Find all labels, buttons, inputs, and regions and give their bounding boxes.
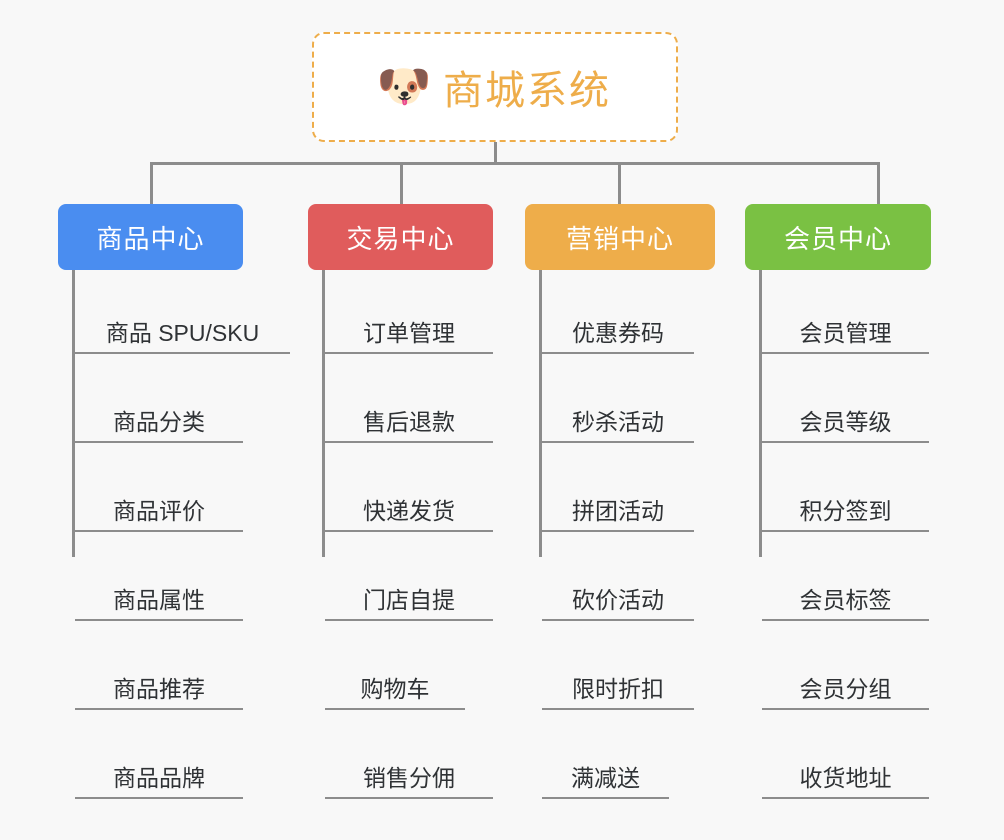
leaf-label: 门店自提 <box>363 587 455 613</box>
leaf-item[interactable]: 会员等级 <box>762 399 929 443</box>
leaf-item[interactable]: 门店自提 <box>325 577 493 621</box>
branch-header-4[interactable]: 会员中心 <box>745 204 931 270</box>
leaf-label: 快递发货 <box>363 498 455 524</box>
leaf-item[interactable]: 收货地址 <box>762 755 929 799</box>
leaf-label: 秒杀活动 <box>572 409 664 435</box>
leaf-item[interactable]: 会员分组 <box>762 666 929 710</box>
leaf-label: 售后退款 <box>363 409 455 435</box>
leaf-item[interactable]: 快递发货 <box>325 488 493 532</box>
leaf-label: 商品属性 <box>113 587 205 613</box>
leaf-label: 购物车 <box>360 676 430 702</box>
leaf-label: 砍价活动 <box>572 587 664 613</box>
branch-header-2[interactable]: 交易中心 <box>308 204 493 270</box>
leaf-label: 会员管理 <box>799 320 892 346</box>
leaf-item[interactable]: 积分签到 <box>762 488 929 532</box>
branch-header-label-2: 交易中心 <box>346 223 455 254</box>
leaf-label: 满减送 <box>571 765 640 791</box>
leaf-item[interactable]: 销售分佣 <box>325 755 493 799</box>
leaf-label: 优惠券码 <box>572 320 664 346</box>
leaf-item[interactable]: 满减送 <box>542 755 669 799</box>
leaf-label: 积分签到 <box>799 498 892 524</box>
bus-connector <box>150 162 880 165</box>
branch-header-3[interactable]: 营销中心 <box>525 204 715 270</box>
leaf-item[interactable]: 优惠券码 <box>542 310 694 354</box>
leaf-label: 拼团活动 <box>572 498 664 524</box>
leaf-label: 收货地址 <box>799 765 892 791</box>
branch-drop-connector-3 <box>618 162 621 205</box>
branch-header-label-4: 会员中心 <box>783 223 892 254</box>
branch-drop-connector-4 <box>877 162 880 205</box>
root-stem-connector <box>494 142 497 164</box>
branch-drop-connector-2 <box>400 162 403 205</box>
leaf-label: 商品 SPU/SKU <box>105 320 260 346</box>
leaf-label: 商品分类 <box>113 409 205 435</box>
leaf-label: 会员等级 <box>799 409 892 435</box>
leaf-label: 商品评价 <box>113 498 205 524</box>
leaf-label: 会员标签 <box>799 587 892 613</box>
root-title: 商城系统 <box>443 69 611 113</box>
leaf-item[interactable]: 购物车 <box>325 666 465 710</box>
leaf-item[interactable]: 商品推荐 <box>75 666 243 710</box>
dog-face-emoji: 🐶 <box>376 62 432 111</box>
leaf-item[interactable]: 售后退款 <box>325 399 493 443</box>
leaf-item[interactable]: 商品 SPU/SKU <box>75 310 290 354</box>
leaf-label: 商品推荐 <box>113 676 205 702</box>
leaf-item[interactable]: 订单管理 <box>325 310 493 354</box>
leaf-item[interactable]: 商品评价 <box>75 488 243 532</box>
leaf-label: 限时折扣 <box>572 676 664 702</box>
branch-trunk-4 <box>759 270 762 557</box>
branch-header-1[interactable]: 商品中心 <box>58 204 243 270</box>
leaf-label: 订单管理 <box>363 320 455 346</box>
root-node[interactable]: 🐶 商城系统 <box>312 32 678 142</box>
leaf-item[interactable]: 秒杀活动 <box>542 399 694 443</box>
leaf-label: 会员分组 <box>799 676 892 702</box>
branch-trunk-3 <box>539 270 542 557</box>
branch-drop-connector-1 <box>150 162 153 205</box>
branch-trunk-2 <box>322 270 325 557</box>
branch-header-label-1: 商品中心 <box>96 223 205 254</box>
leaf-item[interactable]: 商品分类 <box>75 399 243 443</box>
leaf-item[interactable]: 拼团活动 <box>542 488 694 532</box>
leaf-item[interactable]: 会员管理 <box>762 310 929 354</box>
leaf-label: 销售分佣 <box>363 765 455 791</box>
leaf-item[interactable]: 会员标签 <box>762 577 929 621</box>
leaf-item[interactable]: 砍价活动 <box>542 577 694 621</box>
leaf-item[interactable]: 商品品牌 <box>75 755 243 799</box>
branch-header-label-3: 营销中心 <box>565 223 674 254</box>
leaf-label: 商品品牌 <box>113 765 205 791</box>
leaf-item[interactable]: 限时折扣 <box>542 666 694 710</box>
branch-trunk-1 <box>72 270 75 557</box>
leaf-item[interactable]: 商品属性 <box>75 577 243 621</box>
